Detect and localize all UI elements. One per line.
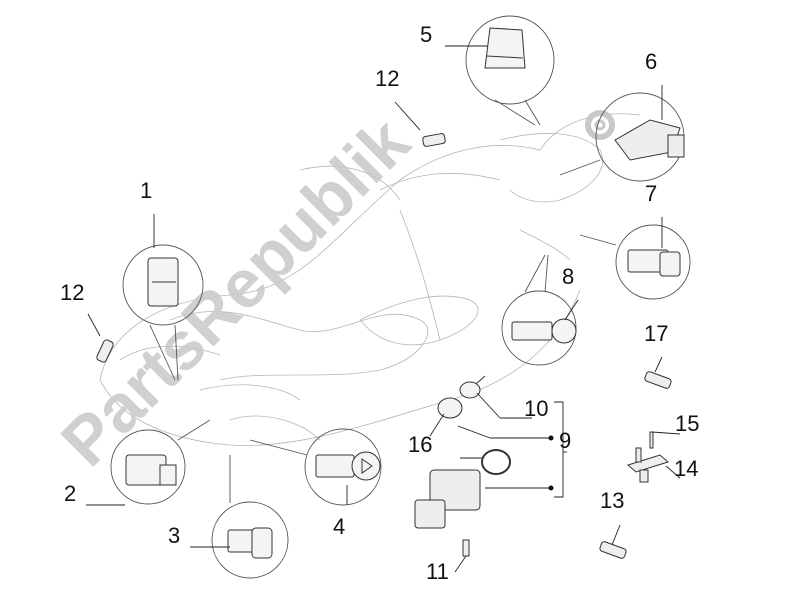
part-handlebar-switch-6[interactable] [614,119,685,161]
part-bulb-socket-12a[interactable] [422,133,446,147]
callout-label-5[interactable]: 5 [420,22,433,47]
part-bulb-socket-12b[interactable] [96,339,114,363]
leader-lines [86,45,681,573]
callout-label-2[interactable]: 2 [64,481,77,506]
part-ring-16[interactable] [481,449,511,475]
callout-label-8[interactable]: 8 [562,264,575,289]
bullet-dot [548,485,554,491]
part-bracket-14[interactable] [626,447,670,483]
part-switch-2[interactable] [125,454,177,486]
callout-label-12b[interactable]: 12 [60,280,85,305]
callout-label-9[interactable]: 9 [559,428,572,453]
callout-label-6[interactable]: 6 [645,49,658,74]
part-key-10[interactable] [429,375,486,437]
callout-label-7[interactable]: 7 [645,181,658,206]
callout-label-15[interactable]: 15 [675,411,700,436]
part-cover-5[interactable] [484,27,526,69]
callout-label-16[interactable]: 16 [408,432,433,457]
callout-label-11[interactable]: 11 [426,559,449,584]
scooter-body-outline [99,113,641,446]
hazard-triangle-icon [361,458,373,474]
part-switch-3[interactable] [227,527,273,559]
part-ignition-lock-9[interactable] [414,469,481,529]
callout-label-10[interactable]: 10 [524,396,549,421]
bullet-dot [548,435,554,441]
callout-label-17[interactable]: 17 [644,321,669,346]
part-switch-1[interactable] [147,257,179,307]
part-mode-switch-8[interactable] [511,318,577,344]
part-screw-15[interactable] [649,431,654,449]
part-screw-11[interactable] [462,539,470,557]
part-bulb-socket-13[interactable] [599,541,627,559]
callout-label-4[interactable]: 4 [333,514,346,539]
callout-label-1[interactable]: 1 [140,178,153,203]
callout-label-13[interactable]: 13 [600,488,625,513]
callout-label-14[interactable]: 14 [674,456,699,481]
callout-label-12a[interactable]: 12 [375,66,400,91]
callout-label-3[interactable]: 3 [168,523,181,548]
part-hazard-switch-4[interactable] [315,451,381,481]
gear-icon [585,110,615,140]
part-switch-7[interactable] [627,249,681,277]
part-bulb-socket-17[interactable] [644,371,672,389]
